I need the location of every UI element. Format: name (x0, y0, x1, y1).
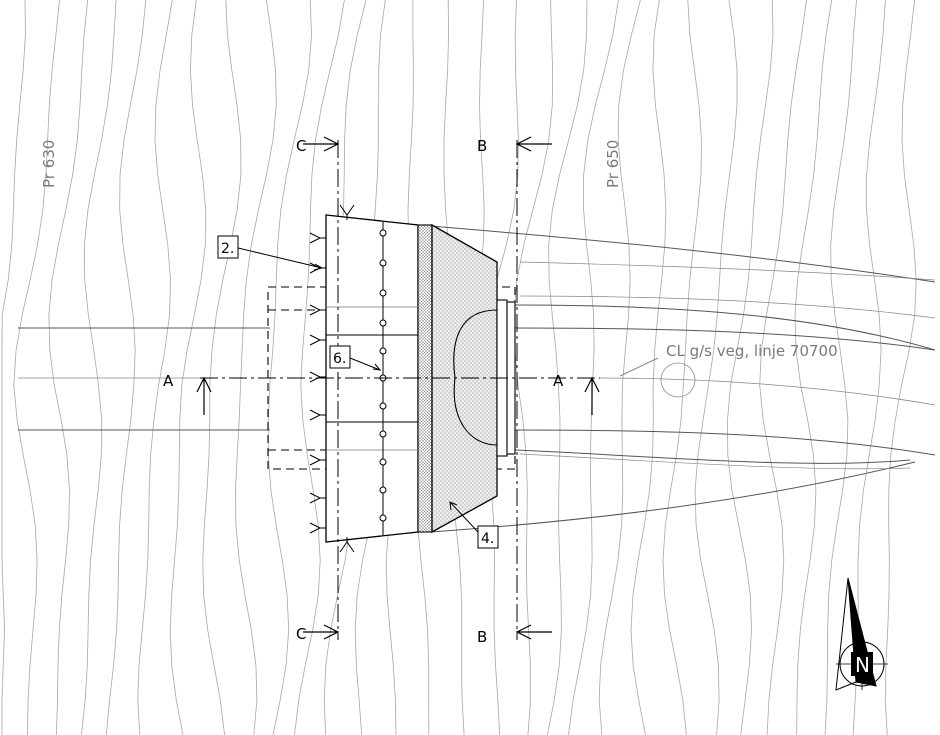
section-b-top-label: B (477, 137, 487, 155)
road-left (18, 327, 270, 431)
contour-line (81, 0, 117, 735)
contour-line (267, 0, 312, 735)
contour-line (235, 0, 277, 735)
contour-line (694, 0, 738, 735)
contour-line (727, 0, 774, 735)
contour-line (169, 0, 207, 735)
road-right (429, 225, 936, 533)
contour-line (202, 0, 242, 735)
callout-box-4: 4. (477, 525, 499, 549)
profile-label-right: Pr 650 (604, 140, 622, 188)
contour-line (13, 0, 60, 735)
contour-line (1, 0, 26, 735)
contour-line (294, 0, 345, 735)
callout-box-6: 6. (329, 345, 351, 369)
section-c-top-label: C (296, 137, 306, 155)
callout-4-label: 4. (481, 531, 494, 547)
centerline-thin (18, 362, 936, 406)
callout-6-label: 6. (333, 351, 346, 367)
section-b-bottom-label: B (477, 628, 487, 646)
contour-line (598, 0, 641, 735)
road-right-thin (519, 261, 936, 470)
north-label: N (855, 653, 870, 677)
centerline-label: CL g/s veg, linje 70700 (666, 342, 838, 360)
contour-line (824, 0, 857, 735)
contour-line (630, 0, 667, 735)
contour-line (568, 0, 619, 735)
profile-label-left: Pr 630 (40, 140, 58, 188)
contour-line (48, 0, 89, 735)
section-lines (200, 140, 600, 640)
contour-line (513, 0, 554, 735)
contour-line (852, 0, 886, 735)
contour-line (759, 0, 807, 735)
section-a-right-label: A (553, 372, 564, 390)
contour-line (884, 0, 917, 735)
contour-line (662, 0, 702, 735)
contour-line (105, 0, 147, 735)
section-a-left-label: A (163, 372, 174, 390)
section-arrows (196, 136, 600, 640)
contour-line (137, 0, 173, 735)
contour-line (794, 0, 833, 735)
callout-leaders (237, 247, 659, 533)
slope-markers (309, 204, 355, 553)
callout-box-2: 2. (217, 235, 239, 259)
callout-2-label: 2. (221, 241, 234, 257)
contour-line (547, 0, 588, 735)
section-c-bottom-label: C (296, 625, 306, 643)
north-arrow-icon: N (835, 577, 888, 691)
